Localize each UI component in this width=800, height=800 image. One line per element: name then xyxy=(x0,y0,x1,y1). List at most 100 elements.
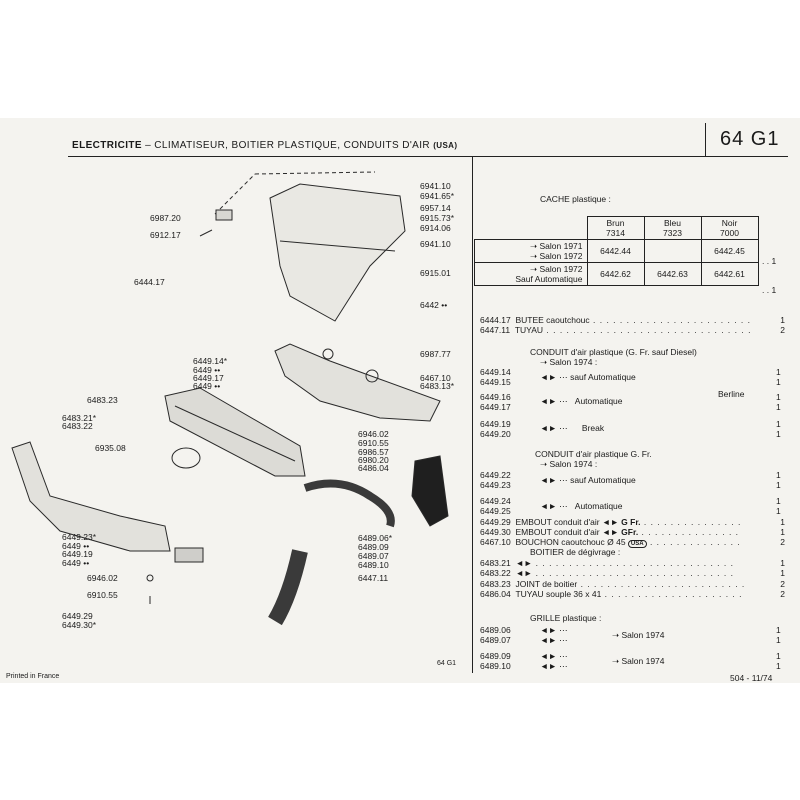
cache-cell: 6442.63 xyxy=(643,262,702,286)
label-6449-c: 6449 •• xyxy=(62,541,90,551)
label-6449-17: 6449.17 xyxy=(193,373,224,383)
footer-ref: 504 - 11/74 xyxy=(730,673,773,683)
label-6980-20: 6980.20 xyxy=(358,455,389,465)
label-6442: 6442 •• xyxy=(420,300,448,310)
page-code: 64 G1 xyxy=(720,128,780,150)
col-noir: Noir xyxy=(721,218,738,228)
label-6449-19: 6449.19 xyxy=(62,549,93,559)
label-6449-d: 6449 •• xyxy=(62,558,90,568)
label-6914-06: 6914.06 xyxy=(420,223,451,233)
label-6483-23: 6483.23 xyxy=(87,395,118,405)
c2-ref: 6449.22 xyxy=(480,470,511,480)
col-noir-code: 7000 xyxy=(720,228,739,238)
label-6449-23: 6449.23* xyxy=(62,532,97,542)
conduit1-salon: ➝ Salon 1974 : xyxy=(540,357,598,367)
cache-cell: 6442.45 xyxy=(700,239,759,263)
cache-cell xyxy=(643,239,702,263)
label-6946-02b: 6946.02 xyxy=(87,573,118,583)
grille-salon-1: ➝ Salon 1974 xyxy=(612,630,665,640)
part-row-embout-1: 6449.29 EMBOUT conduit d'air ◄► G Fr. . … xyxy=(480,517,785,527)
c2-qty: 1 xyxy=(776,496,781,506)
part-row-tuyau-souple: 6486.04 TUYAU souple 36 x 41 . . . . . .… xyxy=(480,589,785,599)
boitier-title: BOITIER de dégivrage : xyxy=(530,547,621,557)
c1-qty: 1 xyxy=(776,419,781,429)
c1-berline: Berline xyxy=(718,389,745,399)
c1-ref: 6449.17 xyxy=(480,402,511,412)
c1-ref: 6449.16 xyxy=(480,392,511,402)
grille-salon-2: ➝ Salon 1974 xyxy=(612,656,665,666)
boitier-row: 6483.22 ◄► . . . . . . . . . . . . . . .… xyxy=(480,568,785,578)
label-6986-57: 6986.57 xyxy=(358,447,389,457)
part-row-butee: 6444.17 BUTEE caoutchouc . . . . . . . .… xyxy=(480,315,785,325)
cache-cell: 6442.44 xyxy=(586,239,645,263)
label-6489-10: 6489.10 xyxy=(358,560,389,570)
label-6489-09: 6489.09 xyxy=(358,542,389,552)
c1-auto: ◄► ⋯ Automatique xyxy=(540,396,623,406)
label-6910-55b: 6910.55 xyxy=(87,590,118,600)
grille-ref: 6489.07 xyxy=(480,635,511,645)
col-brun: Brun xyxy=(606,218,625,228)
cache-cover-shape xyxy=(269,183,406,322)
part-row-joint: 6483.23 JOINT de boitier . . . . . . . .… xyxy=(480,579,785,589)
c1-qty: 1 xyxy=(776,402,781,412)
conduit1-title: CONDUIT d'air plastique (G. Fr. sauf Die… xyxy=(530,347,697,357)
col-bleu: Bleu xyxy=(663,218,681,228)
c2-auto: ◄► ⋯ Automatique xyxy=(540,501,623,511)
boitier-row: 6483.21 ◄► . . . . . . . . . . . . . . .… xyxy=(480,558,785,568)
grille-arrow: ◄► ⋯ xyxy=(540,635,568,645)
cache-qty-2: . . 1 xyxy=(762,285,777,295)
title-bold: ELECTRICITE xyxy=(72,140,142,151)
page-ref: 64 G1 xyxy=(437,660,457,667)
label-6483-21: 6483.21* xyxy=(62,413,97,423)
label-6941-65: 6941.65* xyxy=(420,191,455,201)
c1-ref: 6449.14 xyxy=(480,367,511,377)
label-6941-10: 6941.10 xyxy=(420,181,451,191)
label-6467-10: 6467.10 xyxy=(420,373,451,383)
grille-arrow: ◄► ⋯ xyxy=(540,651,568,661)
label-6449-29: 6449.29 xyxy=(62,611,93,621)
c1-ref: 6449.15 xyxy=(480,377,511,387)
col-brun-code: 7314 xyxy=(606,228,625,238)
page-title: ELECTRICITE – CLIMATISEUR, BOITIER PLAST… xyxy=(72,140,457,151)
grille-qty: 1 xyxy=(776,635,781,645)
label-6915-01: 6915.01 xyxy=(420,268,451,278)
title-rest: – CLIMATISEUR, BOITIER PLASTIQUE, CONDUI… xyxy=(145,140,431,151)
grille-ref: 6489.09 xyxy=(480,651,511,661)
c2-ref: 6449.25 xyxy=(480,506,511,516)
label-6941-10b: 6941.10 xyxy=(420,239,451,249)
grille-qty: 1 xyxy=(776,651,781,661)
label-6910-55: 6910.55 xyxy=(358,438,389,448)
label-6449-b: 6449 •• xyxy=(193,381,221,391)
c1-qty: 1 xyxy=(776,429,781,439)
title-suffix: (USA) xyxy=(433,141,458,150)
printed-note: Printed in France xyxy=(6,673,60,680)
label-6489-07: 6489.07 xyxy=(358,551,389,561)
label-6957-14: 6957.14 xyxy=(420,203,451,213)
grille-qty: 1 xyxy=(776,661,781,671)
part-row-embout-2: 6449.30 EMBOUT conduit d'air ◄► GFr. . .… xyxy=(480,527,785,537)
c2-qty: 1 xyxy=(776,506,781,516)
c1-qty: 1 xyxy=(776,392,781,402)
label-6444-17: 6444.17 xyxy=(134,277,165,287)
grille-ref: 6489.10 xyxy=(480,661,511,671)
col-bleu-code: 7323 xyxy=(663,228,682,238)
c1-qty: 1 xyxy=(776,367,781,377)
c2-qty: 1 xyxy=(776,480,781,490)
part-row-tuyau: 6447.11 TUYAU . . . . . . . . . . . . . … xyxy=(480,325,785,335)
column-divider xyxy=(472,156,473,673)
label-6447-11: 6447.11 xyxy=(358,573,389,583)
grille-ref: 6489.06 xyxy=(480,625,511,635)
c1-qty: 1 xyxy=(776,377,781,387)
conduit2-salon: ➝ Salon 1974 : xyxy=(540,459,598,469)
label-6987-77: 6987.77 xyxy=(420,349,451,359)
label-6449-a: 6449 •• xyxy=(193,365,221,375)
c2-ref: 6449.23 xyxy=(480,480,511,490)
cache-qty-1: . . 1 xyxy=(762,256,777,266)
exploded-parts-diagram xyxy=(11,171,449,626)
c2-sauf-auto: ◄► ⋯ sauf Automatique xyxy=(540,475,636,485)
header-rule xyxy=(68,156,788,157)
label-6489-06: 6489.06* xyxy=(358,533,393,543)
